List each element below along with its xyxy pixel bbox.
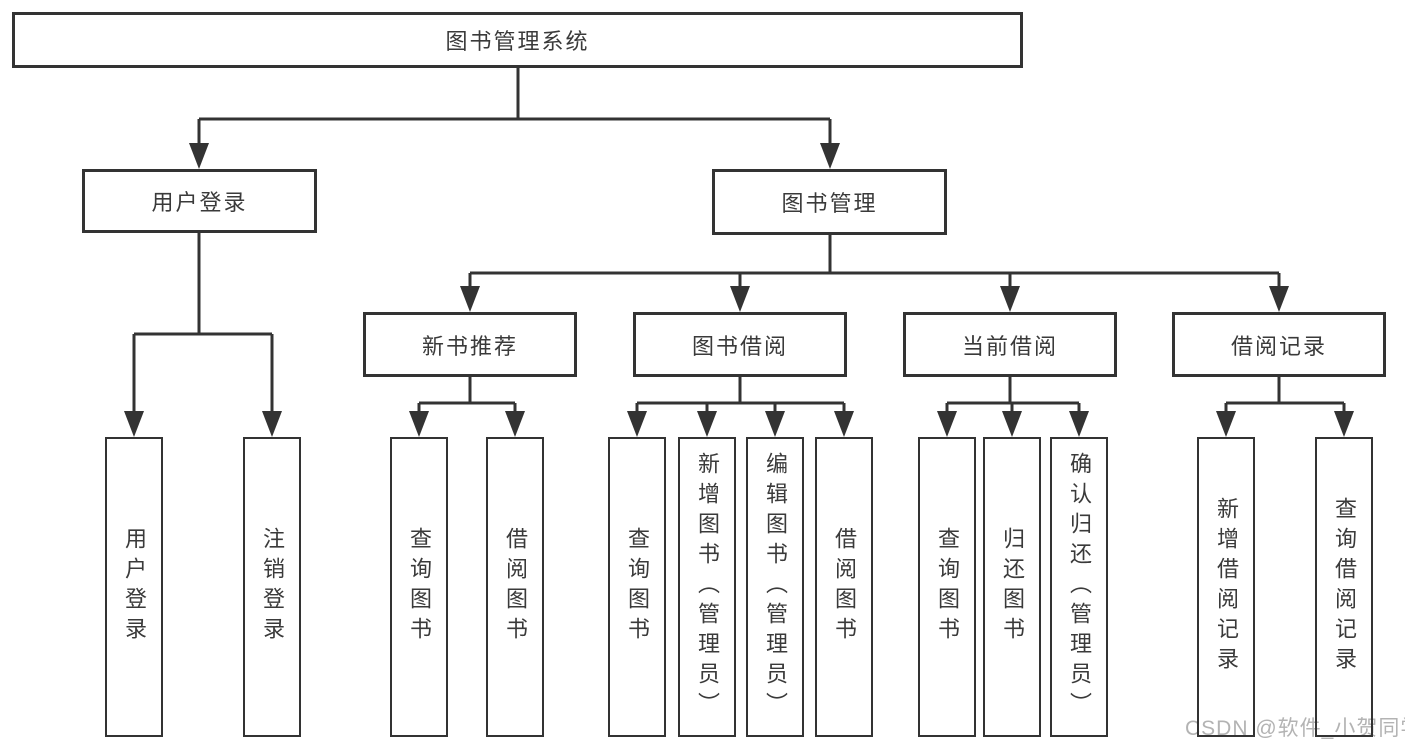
- csdn-watermark: CSDN @软件_小贺同学: [1185, 717, 1405, 740]
- leaf-label: 查询图书: [407, 527, 432, 647]
- leaf-label: 新增图书（管理员）: [695, 452, 720, 722]
- node-root: 图书管理系统: [12, 12, 1023, 68]
- leaf-borrow-books: 借阅图书: [815, 437, 873, 737]
- edges-records-to-leaves: [1216, 377, 1354, 437]
- node-user-login: 用户登录: [82, 169, 317, 233]
- leaf-query-books-recommend: 查询图书: [390, 437, 448, 737]
- leaf-label: 借阅图书: [832, 527, 857, 647]
- leaf-user-login: 用户登录: [105, 437, 163, 737]
- leaf-borrow-books-recommend: 借阅图书: [486, 437, 544, 737]
- arrowhead: [1069, 411, 1089, 437]
- leaf-query-books-borrow: 查询图书: [608, 437, 666, 737]
- arrowhead: [937, 411, 957, 437]
- edges-root-to-level2: [189, 68, 840, 169]
- leaf-edit-book-admin: 编辑图书（管理员）: [746, 437, 804, 737]
- leaf-label: 编辑图书（管理员）: [763, 452, 788, 722]
- edges-newbook-to-leaves: [409, 377, 525, 437]
- leaf-label: 注销登录: [260, 527, 285, 647]
- arrowhead: [834, 411, 854, 437]
- leaf-query-borrow-record: 查询借阅记录: [1315, 437, 1373, 737]
- arrowhead: [1269, 286, 1289, 312]
- node-book-borrow: 图书借阅: [633, 312, 847, 377]
- leaf-label: 新增借阅记录: [1214, 497, 1239, 677]
- arrowhead: [409, 411, 429, 437]
- leaf-logout: 注销登录: [243, 437, 301, 737]
- node-current-borrow: 当前借阅: [903, 312, 1117, 377]
- arrowhead: [730, 286, 750, 312]
- arrowhead: [460, 286, 480, 312]
- arrowhead: [1216, 411, 1236, 437]
- leaf-confirm-return-admin: 确认归还（管理员）: [1050, 437, 1108, 737]
- leaf-add-book-admin: 新增图书（管理员）: [678, 437, 736, 737]
- arrowhead: [1334, 411, 1354, 437]
- edges-user-login-to-leaves: [124, 233, 282, 437]
- arrowhead: [1002, 411, 1022, 437]
- leaf-add-borrow-record: 新增借阅记录: [1197, 437, 1255, 737]
- leaf-label: 确认归还（管理员）: [1067, 452, 1092, 722]
- arrowhead: [189, 143, 209, 169]
- leaf-label: 用户登录: [122, 527, 147, 647]
- leaf-query-books-current: 查询图书: [918, 437, 976, 737]
- edges-current-to-leaves: [937, 377, 1089, 437]
- node-borrow-records: 借阅记录: [1172, 312, 1386, 377]
- arrowhead: [820, 143, 840, 169]
- node-new-book-recommend: 新书推荐: [363, 312, 577, 377]
- node-book-management: 图书管理: [712, 169, 947, 235]
- leaf-return-book: 归还图书: [983, 437, 1041, 737]
- arrowhead: [1000, 286, 1020, 312]
- edges-book-mgmt-to-level3: [460, 235, 1289, 312]
- leaf-label: 查询图书: [625, 527, 650, 647]
- leaf-label: 查询借阅记录: [1332, 497, 1357, 677]
- arrowhead: [765, 411, 785, 437]
- arrowhead: [124, 411, 144, 437]
- arrowhead: [627, 411, 647, 437]
- arrowhead: [262, 411, 282, 437]
- leaf-label: 借阅图书: [503, 527, 528, 647]
- arrowhead: [697, 411, 717, 437]
- edges-borrow-to-leaves: [627, 377, 854, 437]
- leaf-label: 归还图书: [1000, 527, 1025, 647]
- arrowhead: [505, 411, 525, 437]
- leaf-label: 查询图书: [935, 527, 960, 647]
